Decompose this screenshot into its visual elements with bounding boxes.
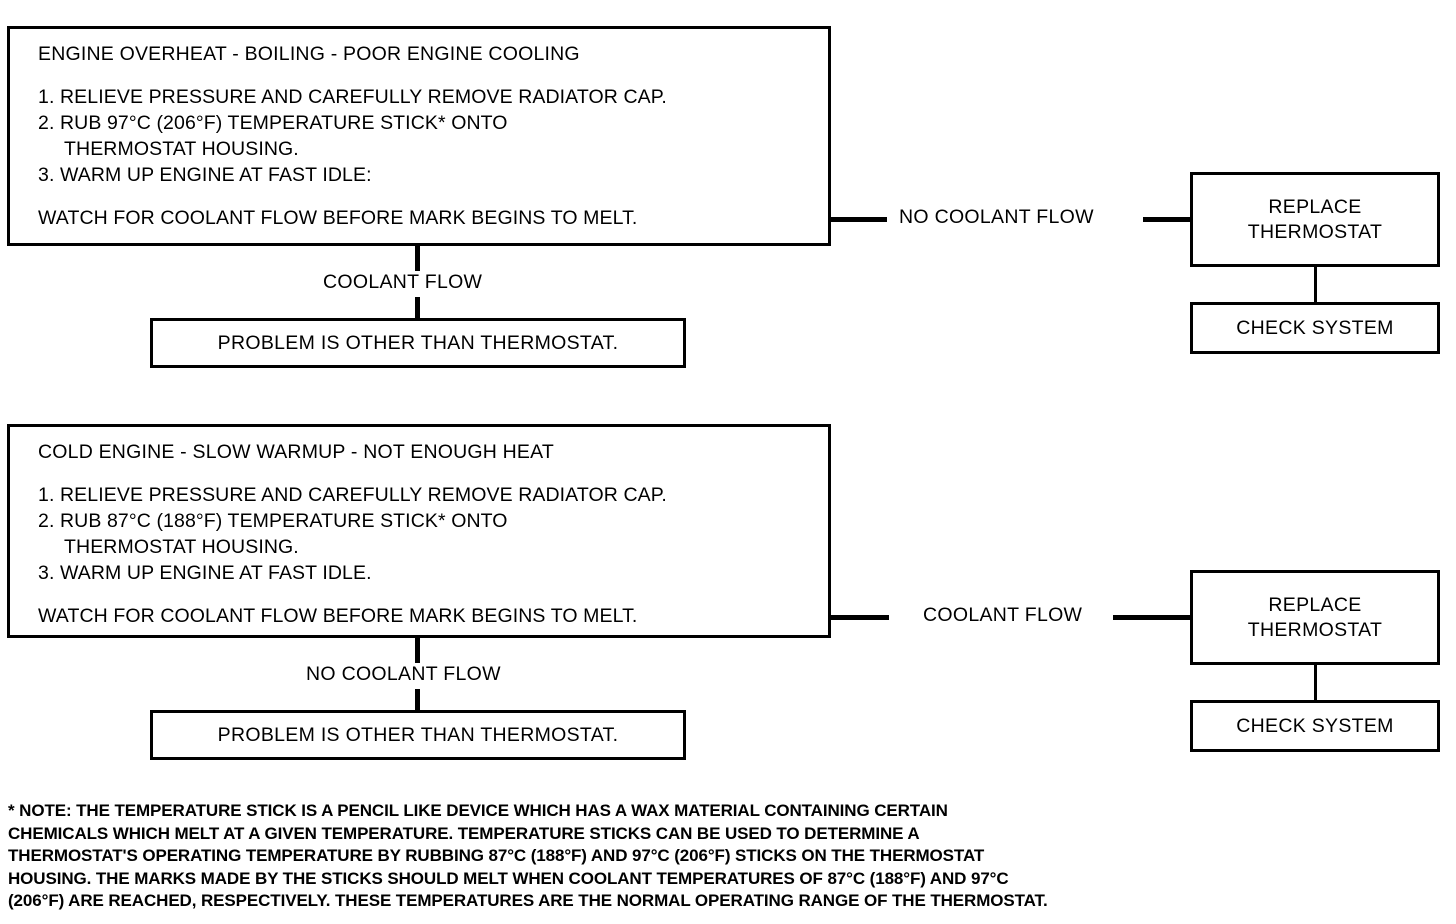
result-box-replace-thermostat-cold: REPLACE THERMOSTAT [1190, 570, 1440, 665]
result-box-label: REPLACE THERMOSTAT [1247, 195, 1383, 243]
result-box-problem-other-cold: PROBLEM IS OTHER THAN THERMOSTAT. [150, 710, 686, 760]
connector-cold-down-a [415, 637, 420, 663]
edge-label-cold-down: NO COOLANT FLOW [300, 663, 507, 686]
result-box-check-system-overheat: CHECK SYSTEM [1190, 302, 1440, 354]
edge-label-overheat-down: COOLANT FLOW [317, 271, 489, 294]
connector-cold-replace-to-check [1314, 662, 1317, 702]
footnote-line: HOUSING. THE MARKS MADE BY THE STICKS SH… [8, 868, 1009, 888]
result-box-label: PROBLEM IS OTHER THAN THERMOSTAT. [217, 331, 619, 354]
main-box-overheat-steps: 1. RELIEVE PRESSURE AND CAREFULLY REMOVE… [38, 84, 806, 188]
connector-overheat-replace-to-check [1314, 264, 1317, 304]
main-box-overheat-title: ENGINE OVERHEAT - BOILING - POOR ENGINE … [38, 43, 580, 65]
result-box-label: REPLACE THERMOSTAT [1247, 593, 1383, 641]
footnote-line: THERMOSTAT'S OPERATING TEMPERATURE BY RU… [8, 846, 985, 865]
step-line: THERMOSTAT HOUSING. [64, 536, 299, 558]
connector-cold-right-b [1113, 615, 1193, 620]
edge-label-cold-right: COOLANT FLOW [917, 604, 1089, 627]
connector-overheat-down-a [415, 245, 420, 271]
step-line: THERMOSTAT HOUSING. [64, 138, 299, 160]
step-line: 1. RELIEVE PRESSURE AND CAREFULLY REMOVE… [38, 86, 667, 108]
result-box-label: CHECK SYSTEM [1236, 714, 1394, 737]
main-box-cold-title: COLD ENGINE - SLOW WARMUP - NOT ENOUGH H… [38, 441, 554, 463]
result-box-label: CHECK SYSTEM [1236, 316, 1394, 339]
connector-cold-down-b [415, 689, 420, 711]
main-box-overheat-footer: WATCH FOR COOLANT FLOW BEFORE MARK BEGIN… [38, 207, 638, 229]
connector-overheat-right-b [1143, 217, 1193, 222]
result-box-replace-thermostat-overheat: REPLACE THERMOSTAT [1190, 172, 1440, 267]
main-box-cold-footer: WATCH FOR COOLANT FLOW BEFORE MARK BEGIN… [38, 605, 638, 627]
result-box-problem-other-overheat: PROBLEM IS OTHER THAN THERMOSTAT. [150, 318, 686, 368]
step-line: 3. WARM UP ENGINE AT FAST IDLE: [38, 164, 372, 186]
connector-overheat-right-a [831, 217, 887, 222]
connector-overheat-down-b [415, 297, 420, 319]
main-box-overheat: ENGINE OVERHEAT - BOILING - POOR ENGINE … [7, 26, 831, 246]
step-line: 1. RELIEVE PRESSURE AND CAREFULLY REMOVE… [38, 484, 667, 506]
step-line: 3. WARM UP ENGINE AT FAST IDLE. [38, 562, 372, 584]
footnote-line: (206°F) ARE REACHED, RESPECTIVELY. THESE… [8, 891, 1048, 910]
connector-cold-right-a [831, 615, 889, 620]
result-box-check-system-cold: CHECK SYSTEM [1190, 700, 1440, 752]
footnote-line: CHEMICALS WHICH MELT AT A GIVEN TEMPERAT… [8, 823, 920, 843]
step-line: 2. RUB 97°C (206°F) TEMPERATURE STICK* O… [38, 112, 508, 134]
main-box-cold-steps: 1. RELIEVE PRESSURE AND CAREFULLY REMOVE… [38, 482, 806, 586]
footnote-note: * NOTE: THE TEMPERATURE STICK IS A PENCI… [8, 800, 1438, 913]
result-box-label: PROBLEM IS OTHER THAN THERMOSTAT. [217, 723, 619, 746]
main-box-cold: COLD ENGINE - SLOW WARMUP - NOT ENOUGH H… [7, 424, 831, 638]
edge-label-overheat-right: NO COOLANT FLOW [893, 206, 1100, 229]
footnote-line: * NOTE: THE TEMPERATURE STICK IS A PENCI… [8, 801, 948, 820]
step-line: 2. RUB 87°C (188°F) TEMPERATURE STICK* O… [38, 510, 508, 532]
